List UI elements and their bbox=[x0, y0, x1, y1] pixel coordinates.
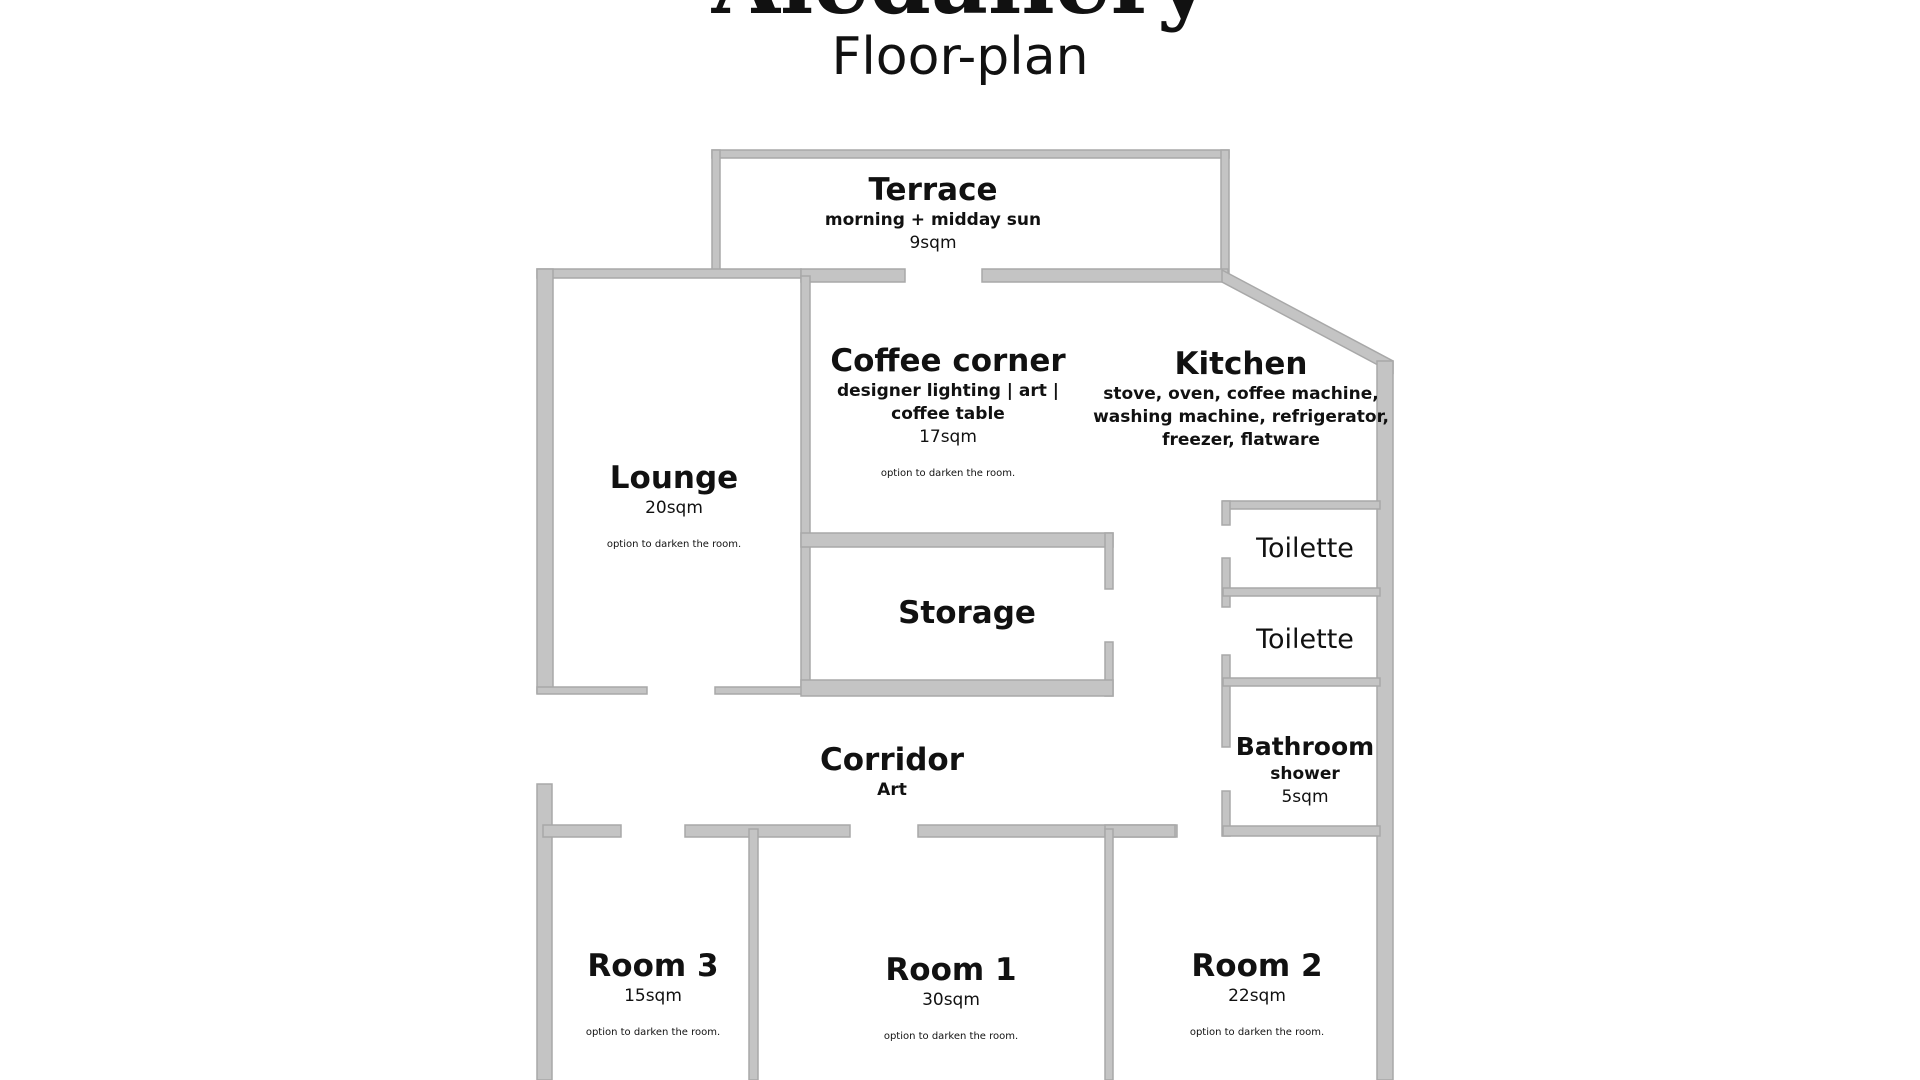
room3-name: Room 3 bbox=[587, 948, 719, 984]
left-outer-wall-lower bbox=[536, 783, 553, 1080]
corridor-name: Corridor bbox=[819, 742, 965, 778]
lounge-bottom-wall-left bbox=[536, 686, 648, 695]
room-kitchen: Kitchen stove, oven, coffee machine, was… bbox=[1093, 345, 1389, 452]
lounge-note: option to darken the room. bbox=[606, 539, 742, 550]
lounge-name: Lounge bbox=[609, 460, 739, 496]
kitchen-desc-line3: freezer, flatware bbox=[1162, 430, 1320, 450]
bathroom-name: Bathroom bbox=[1235, 732, 1375, 761]
coffee-bottom-wall bbox=[800, 532, 1114, 548]
room-2: Room 2 22sqm option to darken the room. bbox=[1190, 947, 1324, 1040]
room-bathroom: Bathroom shower 5sqm bbox=[1236, 731, 1374, 809]
coffee-area: 17sqm bbox=[919, 427, 977, 447]
room-toilette-2: Toilette bbox=[1256, 621, 1354, 659]
room3-room1-wall bbox=[748, 828, 759, 1080]
toilette-2-name: Toilette bbox=[1256, 624, 1354, 655]
kitchen-desc-line2: washing machine, refrigerator, bbox=[1093, 407, 1389, 427]
toilette-divider bbox=[1222, 587, 1381, 597]
room2-area: 22sqm bbox=[1228, 986, 1286, 1006]
terrace-top-wall bbox=[711, 149, 1230, 159]
toilette-1-name: Toilette bbox=[1256, 533, 1354, 564]
toilette-left-wall-a bbox=[1221, 500, 1231, 526]
lounge-left-wall bbox=[536, 268, 554, 694]
room-coffee-corner: Coffee corner designer lighting | art | … bbox=[830, 342, 1065, 481]
lounge-area: 20sqm bbox=[645, 498, 703, 518]
floor-plan-subtitle: Floor-plan bbox=[831, 27, 1089, 87]
room-1: Room 1 30sqm option to darken the room. bbox=[884, 951, 1018, 1044]
kitchen-desc-line1: stove, oven, coffee machine, bbox=[1103, 384, 1379, 404]
room3-top-wall-left bbox=[542, 824, 622, 838]
toilette-left-wall-b bbox=[1221, 557, 1231, 608]
room1-area: 30sqm bbox=[922, 990, 980, 1010]
room3-area: 15sqm bbox=[624, 986, 682, 1006]
bathroom-top-wall bbox=[1222, 677, 1381, 687]
room-toilette-1: Toilette bbox=[1256, 530, 1354, 568]
bathroom-desc: shower bbox=[1270, 764, 1340, 784]
brand-title: Aledallery bbox=[0, 0, 1920, 32]
terrace-desc: morning + midday sun bbox=[824, 210, 1042, 230]
room2-name: Room 2 bbox=[1191, 948, 1323, 984]
bathroom-bottom-wall bbox=[1222, 825, 1381, 837]
coffee-top-wall-right bbox=[981, 268, 1229, 283]
coffee-desc-line1: designer lighting | art | bbox=[836, 381, 1060, 401]
room-lounge: Lounge 20sqm option to darken the room. bbox=[607, 459, 741, 552]
room1-note: option to darken the room. bbox=[883, 1031, 1019, 1042]
bathroom-area: 5sqm bbox=[1281, 787, 1329, 807]
coffee-desc-line2: coffee table bbox=[891, 404, 1005, 424]
room3-top-wall-right bbox=[684, 824, 851, 838]
lounge-bottom-wall-right bbox=[714, 686, 803, 695]
coffee-top-wall-left bbox=[800, 268, 906, 283]
terrace-area: 9sqm bbox=[909, 233, 957, 253]
room3-note: option to darken the room. bbox=[585, 1027, 721, 1038]
coffee-name: Coffee corner bbox=[830, 343, 1066, 379]
lounge-top-wall bbox=[536, 268, 802, 279]
kitchen-name: Kitchen bbox=[1174, 346, 1308, 382]
storage-bottom-wall bbox=[800, 679, 1114, 697]
terrace-name: Terrace bbox=[868, 172, 998, 208]
room1-room2-wall bbox=[1104, 828, 1114, 1080]
storage-name: Storage bbox=[898, 595, 1036, 631]
room1-name: Room 1 bbox=[885, 952, 1017, 988]
room2-note: option to darken the room. bbox=[1189, 1027, 1325, 1038]
toilette-top-wall bbox=[1222, 500, 1381, 510]
room-storage: Storage bbox=[898, 594, 1036, 632]
toilette-left-wall-c bbox=[1221, 654, 1231, 748]
room-terrace: Terrace morning + midday sun 9sqm bbox=[825, 171, 1041, 255]
terrace-right-wall bbox=[1220, 149, 1230, 276]
right-outer-wall bbox=[1376, 360, 1394, 1080]
lounge-right-wall bbox=[800, 275, 811, 695]
storage-right-wall-top bbox=[1104, 532, 1114, 590]
room-3: Room 3 15sqm option to darken the room. bbox=[586, 947, 720, 1040]
room-corridor: Corridor Art bbox=[820, 741, 964, 802]
terrace-left-wall bbox=[711, 149, 721, 276]
corridor-desc: Art bbox=[877, 780, 907, 800]
coffee-note: option to darken the room. bbox=[880, 468, 1016, 479]
room2-top-wall bbox=[1104, 824, 1176, 838]
